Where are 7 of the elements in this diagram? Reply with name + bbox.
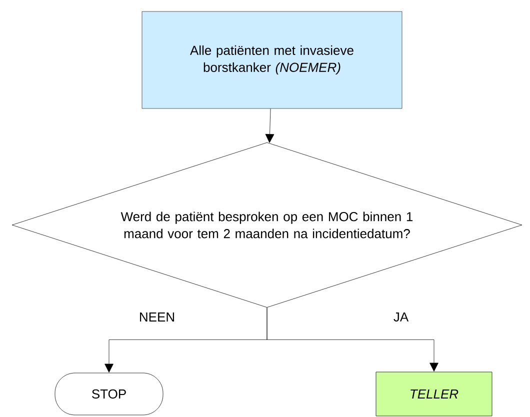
terminator: STOP (54, 372, 164, 416)
process-box: Alle patiënten met invasieve borstkanker (NOEMER) (142, 11, 402, 109)
arrow (265, 108, 274, 143)
edge-label: JA (394, 312, 409, 322)
edge-label: NEEN (140, 312, 174, 322)
process-box: TELLER (376, 372, 492, 416)
arrow (266, 307, 438, 372)
